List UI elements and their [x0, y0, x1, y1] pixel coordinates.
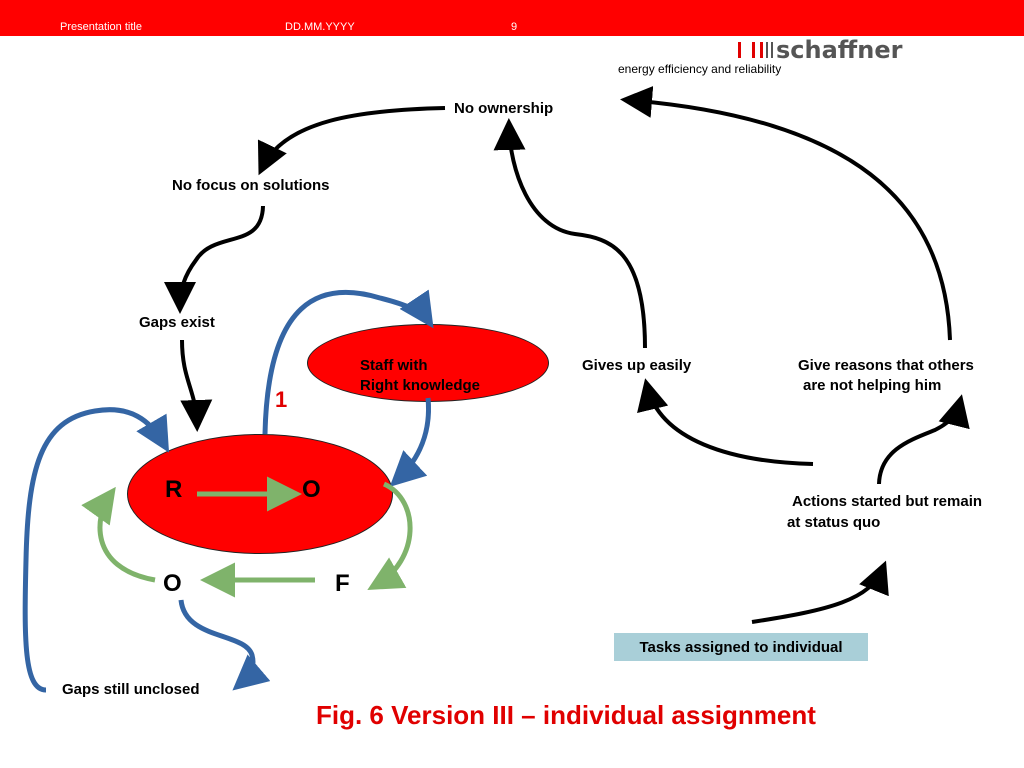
page-number: 9: [511, 21, 518, 33]
schaffner-logo: schaffner: [736, 36, 966, 64]
arrow-givesup-to-ownership: [493, 118, 647, 349]
logo-text: schaffner: [776, 38, 903, 62]
header-bar: Presentation title DD.MM.YYYY 9: [0, 0, 1024, 36]
tasks-box: Tasks assigned to individual: [614, 633, 868, 661]
brand-tagline: energy efficiency and reliability: [618, 62, 782, 76]
arrow-ownership-to-focus: [257, 106, 446, 176]
label-gaps-unclosed: Gaps still unclosed: [62, 681, 200, 698]
label-reasons-line1: Give reasons that others: [798, 357, 974, 374]
label-staff-line1: Staff with: [360, 357, 428, 374]
label-f: F: [335, 570, 350, 597]
label-o-bottom: O: [163, 570, 182, 597]
arrow-blue-loop-to-r: [22, 407, 170, 693]
label-gaps-exist: Gaps exist: [139, 314, 215, 331]
label-tasks: Tasks assigned to individual: [639, 638, 843, 656]
label-reasons-line2: are not helping him: [803, 377, 942, 394]
presentation-title: Presentation title: [60, 21, 142, 33]
arrow-focus-to-gaps: [164, 205, 265, 314]
arrow-tasks-to-actions: [751, 560, 889, 624]
arrow-blue-staff-to-o: [389, 397, 432, 487]
label-actions-line2: at status quo: [787, 514, 881, 531]
arrow-blue-1-to-staff: [262, 289, 434, 435]
arrow-actions-to-givesup: [637, 378, 814, 466]
label-gives-up: Gives up easily: [582, 357, 692, 374]
arrow-green-o-to-r: [81, 486, 156, 583]
staff-ellipse: [307, 324, 549, 402]
label-no-ownership: No ownership: [454, 100, 554, 117]
figure-caption: Fig. 6 Version III – individual assignme…: [316, 700, 816, 730]
label-no-focus: No focus on solutions: [172, 177, 330, 194]
label-staff-line2: Right knowledge: [360, 377, 480, 394]
arrow-green-o-to-f: [367, 481, 413, 590]
label-actions-line1: Actions started but remain: [792, 493, 983, 510]
header-date: DD.MM.YYYY: [285, 21, 355, 33]
arrow-blue-o-to-gaps-unclosed: [178, 599, 271, 691]
label-o-top: O: [302, 476, 321, 503]
arrow-actions-to-reasons: [877, 394, 970, 485]
label-r: R: [165, 476, 183, 503]
arrow-gaps-to-ellipse: [180, 339, 213, 432]
arrow-reasons-to-ownership: [620, 86, 952, 341]
number-one: 1: [275, 387, 288, 412]
